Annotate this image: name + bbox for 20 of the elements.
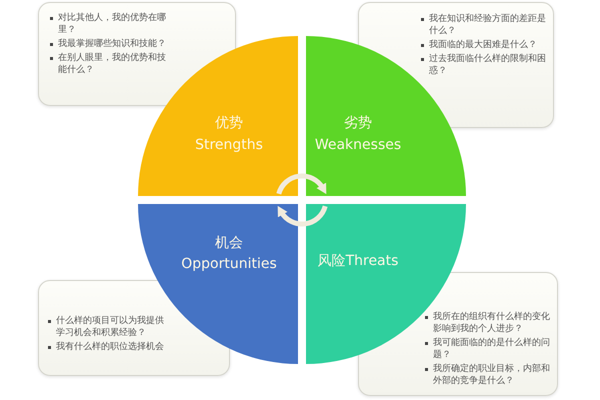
- quadrant-heading: 机会: [215, 234, 243, 252]
- curved-arrow: [276, 174, 327, 195]
- bullet-question: 在别人眼里，我的优势和技能什么？: [50, 52, 172, 76]
- bullet-question: 我在知识和经验方面的差距是什么？: [421, 13, 549, 37]
- quadrant-subheading: Weaknesses: [314, 136, 402, 154]
- bullet-question: 我面临的最大困难是什么？: [421, 39, 549, 51]
- quadrant-heading: 风险Threats: [318, 252, 398, 270]
- quadrant-subheading: Opportunities: [181, 255, 277, 273]
- quadrant-heading: 劣势: [344, 114, 372, 132]
- curved-arrow: [277, 205, 328, 226]
- bullet-question: 我所在的组织有什么样的变化影响到我的个人进步？: [425, 311, 553, 335]
- bullet-question: 对比其他人，我的优势在哪里？: [50, 12, 172, 36]
- quadrant-heading: 优势: [215, 114, 243, 132]
- bullet-question: 过去我面临什么样的限制和困惑？: [421, 53, 549, 77]
- quadrant-subheading: Strengths: [195, 136, 263, 154]
- bullet-question: 我可能面临的的是什么样的问题？: [425, 337, 553, 361]
- bullet-question: 我最掌握哪些知识和技能？: [50, 38, 172, 50]
- bullet-question: 我有什么样的职位选择机会: [48, 341, 166, 353]
- bullet-question: 我所确定的职业目标，内部和外部的竞争是什么？: [425, 363, 553, 387]
- bullet-question: 什么样的项目可以为我提供学习机会和积累经验？: [48, 315, 166, 339]
